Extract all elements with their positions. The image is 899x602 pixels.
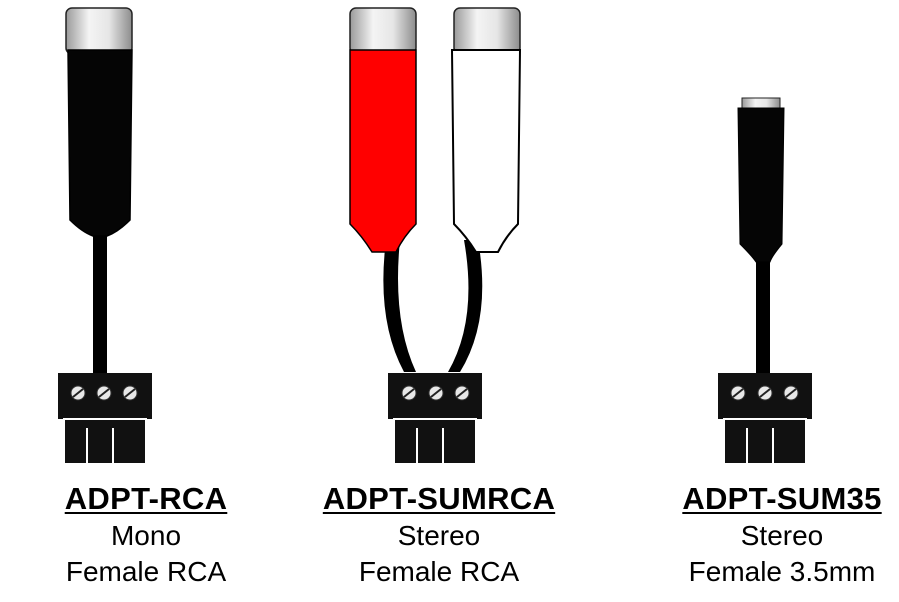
adpt-sumrca-adapter [349,7,522,465]
channel-type: Stereo [740,520,824,551]
terminal-block [718,373,812,465]
product-caption-adpt-sum35: ADPT-SUM35 Stereo Female 3.5mm [632,480,899,590]
adpt-sum35-adapter [718,97,812,465]
product-caption-adpt-rca: ADPT-RCA Mono Female RCA [0,480,296,590]
model-name: ADPT-RCA [64,481,228,516]
channel-type: Mono [110,520,182,551]
connector-type: Female 3.5mm [688,556,876,587]
channel-type: Stereo [397,520,481,551]
rca-collar [349,7,417,55]
rca-collar [453,7,521,55]
rca-body [450,49,522,253]
cable-left [383,240,416,372]
adpt-rca-adapter [58,7,152,465]
cable [93,222,107,382]
mini-jack-body [737,107,785,263]
rca-body [67,49,133,237]
terminal-block [388,373,482,465]
connector-type: Female RCA [358,556,520,587]
rca-jack-white [450,7,522,253]
model-name: ADPT-SUM35 [682,481,882,516]
rca-collar [65,7,133,55]
mini-jack-3-5mm [737,97,785,263]
rca-jack-red [349,7,417,253]
product-caption-adpt-sumrca: ADPT-SUMRCA Stereo Female RCA [289,480,589,590]
model-name: ADPT-SUMRCA [322,481,556,516]
rca-jack-black [65,7,133,237]
terminal-block [58,373,152,465]
cable-right [448,240,483,372]
adapter-illustration [58,7,812,465]
cable [756,240,770,380]
rca-body [349,49,417,253]
connector-type: Female RCA [65,556,227,587]
